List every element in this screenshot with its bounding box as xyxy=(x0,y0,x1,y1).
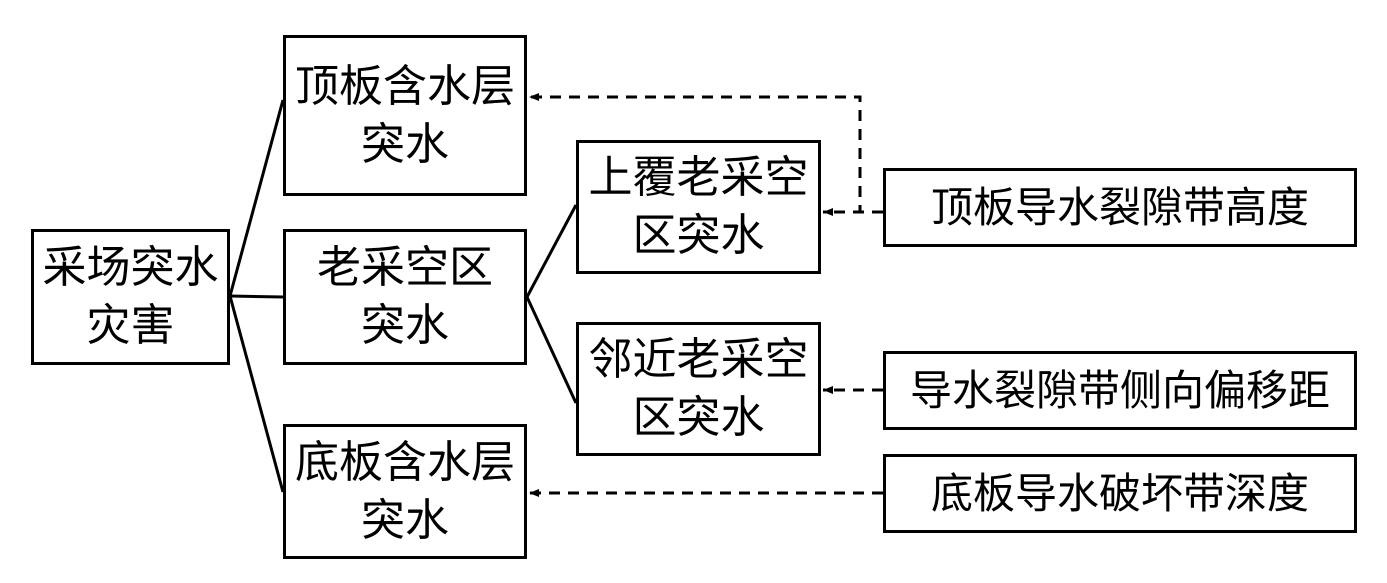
node-roof-fracture-zone-height: 顶板导水裂隙带高度 xyxy=(883,168,1357,247)
node-label: 导水裂隙带侧向偏移距 xyxy=(909,365,1330,415)
edge-root-to-old-goaf xyxy=(229,294,284,299)
node-roof-aquifer-inrush: 顶板含水层 突水 xyxy=(283,35,527,196)
node-label-line: 老采空区 xyxy=(317,242,493,293)
node-label-line: 区突水 xyxy=(632,392,765,443)
node-label-line: 邻近老采空 xyxy=(588,334,809,385)
edge-old-goaf-to-adjacent-goaf xyxy=(525,296,578,404)
node-label-line: 灾害 xyxy=(86,300,175,351)
node-label: 顶板导水裂隙带高度 xyxy=(930,182,1309,232)
node-label-line: 突水 xyxy=(361,118,449,170)
node-old-goaf-inrush: 老采空区 突水 xyxy=(283,229,527,365)
node-floor-failure-zone-depth: 底板导水破坏带深度 xyxy=(883,454,1357,533)
node-label-line: 区突水 xyxy=(632,210,765,261)
node-floor-aquifer-inrush: 底板含水层 突水 xyxy=(283,424,527,559)
edge-old-goaf-to-overlying-goaf xyxy=(525,204,578,298)
edge-root-to-floor-aquifer xyxy=(228,295,285,493)
node-fracture-zone-lateral-offset: 导水裂隙带侧向偏移距 xyxy=(883,351,1357,430)
edge-roof-height-to-roof-aquifer xyxy=(529,93,883,214)
node-label-line: 突水 xyxy=(361,494,449,546)
node-label-line: 突水 xyxy=(361,300,449,351)
node-adjacent-old-goaf-inrush: 邻近老采空 区突水 xyxy=(576,322,821,456)
node-label-line: 采场突水 xyxy=(42,242,219,293)
node-label-line: 底板含水层 xyxy=(295,436,515,488)
node-label-line: 顶板含水层 xyxy=(295,60,515,112)
node-mining-face-water-inrush-disaster: 采场突水 灾害 xyxy=(31,229,230,365)
node-overlying-old-goaf-inrush: 上覆老采空 区突水 xyxy=(576,140,821,274)
node-label-line: 上覆老采空 xyxy=(588,152,809,203)
edge-root-to-roof-aquifer xyxy=(228,99,285,297)
node-label: 底板导水破坏带深度 xyxy=(930,468,1309,518)
